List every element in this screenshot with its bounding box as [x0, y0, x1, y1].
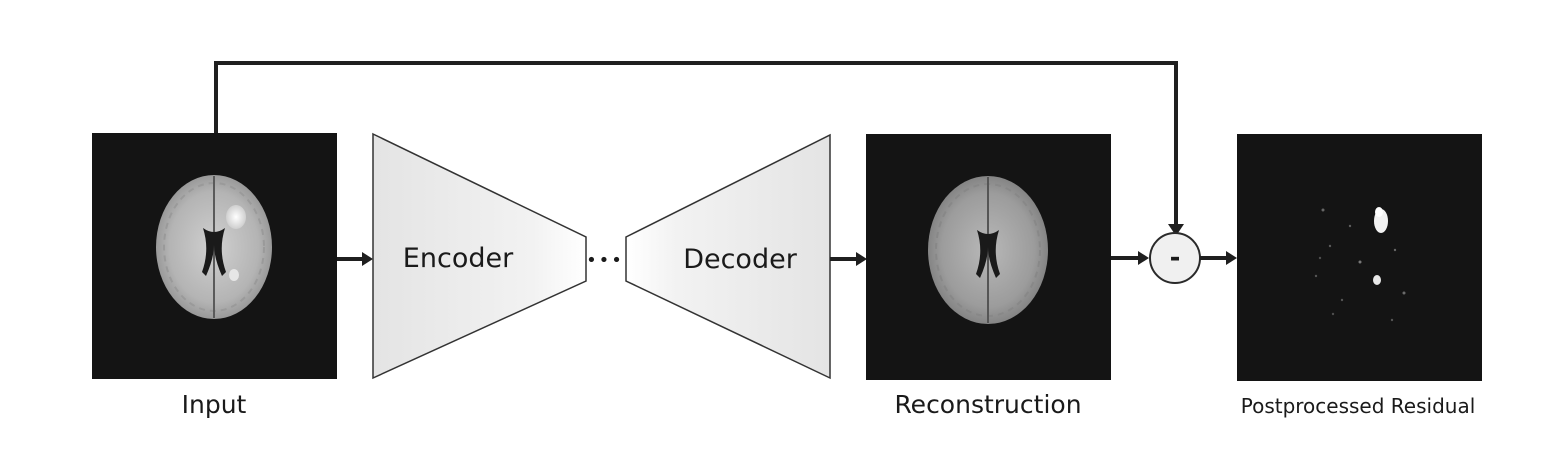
residual-image: [1314, 207, 1406, 322]
input-label: Input: [182, 390, 247, 419]
bottleneck-ellipsis: •••: [586, 250, 624, 271]
reconstruction-panel: [866, 134, 1111, 380]
input-panel: [92, 133, 337, 379]
encoder-block: [372, 132, 587, 380]
input-brain-image: [156, 175, 272, 319]
subtract-symbol: -: [1170, 243, 1181, 273]
reconstruction-brain-image: [928, 176, 1048, 324]
skip-connection-arrowhead: [1168, 224, 1184, 236]
decoder-label: Decoder: [683, 244, 798, 275]
decoder-block: [625, 133, 831, 380]
residual-label: Postprocessed Residual: [1241, 394, 1476, 418]
residual-panel: [1237, 134, 1482, 381]
reconstruction-label: Reconstruction: [894, 390, 1081, 419]
encoder-label: Encoder: [403, 243, 514, 274]
skip-connection-line: [214, 61, 1178, 228]
subtract-operator: -: [1149, 232, 1201, 284]
